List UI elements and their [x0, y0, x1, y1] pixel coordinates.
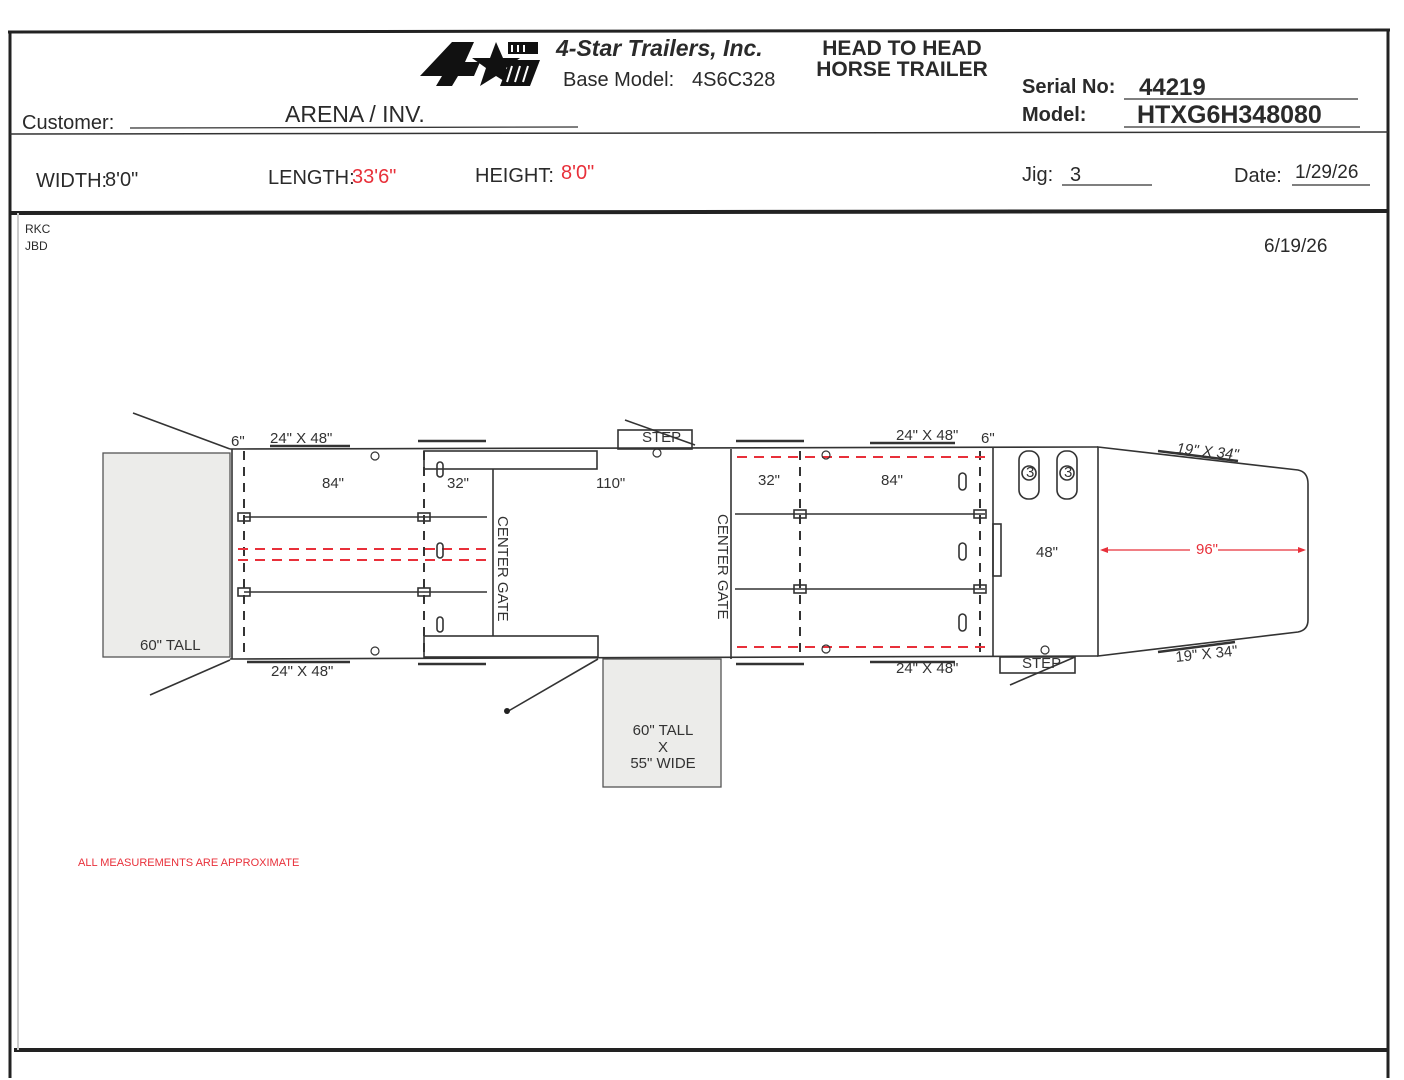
base-model-label: Base Model:: [563, 69, 674, 91]
label-nose-window-2: 19" X 34": [1175, 643, 1239, 666]
jig-label: Jig:: [1022, 164, 1053, 186]
label-center-gate-2: CENTER GATE: [714, 514, 731, 620]
label-96: 96": [1196, 541, 1218, 558]
label-window-3: 24" X 48": [896, 427, 958, 444]
jig-value: 3: [1070, 164, 1081, 186]
page-frame: [7, 28, 1391, 1078]
trailer-floor-plan: [102, 412, 1309, 788]
width-value: 8'0": [105, 169, 138, 191]
measurement-note: ALL MEASUREMENTS ARE APPROXIMATE: [78, 857, 299, 869]
label-rack-1: 3: [1026, 464, 1034, 481]
initials-1: RKC: [25, 222, 51, 236]
label-side-door-2: X: [658, 739, 668, 756]
side-ramp-door: [602, 658, 722, 788]
label-nose-window-1: 19" X 34": [1176, 440, 1240, 463]
height-value: 8'0": [561, 162, 594, 184]
title-line-1: HEAD TO HEAD: [822, 37, 981, 60]
label-rear-door: 60" TALL: [140, 637, 201, 654]
label-side-door-3: 55" WIDE: [630, 755, 695, 772]
customer-label: Customer:: [22, 112, 114, 134]
length-value: 33'6": [352, 166, 396, 188]
label-window-2: 24" X 48": [271, 663, 333, 680]
customer-value: ARENA / INV.: [285, 101, 425, 127]
height-label: HEIGHT:: [475, 165, 554, 187]
label-32-front: 32": [758, 472, 780, 489]
light-icon: [370, 448, 1050, 656]
label-84-front: 84": [881, 472, 903, 489]
diagram-labels: 6" 24" X 48" 24" X 48" 24" X 48" 24" X 4…: [140, 427, 1240, 772]
company-logo: [420, 42, 540, 86]
rear-ramp-door: [102, 452, 231, 658]
saddle-rack-icon: [1018, 450, 1078, 500]
date-label: Date:: [1234, 165, 1282, 187]
company-name: 4-Star Trailers, Inc.: [555, 35, 763, 61]
model-value: HTXG6H348080: [1137, 101, 1322, 129]
serial-value: 44219: [1139, 74, 1206, 101]
date-value: 1/29/26: [1295, 162, 1358, 183]
base-model-value: 4S6C328: [692, 69, 775, 91]
label-32-rear: 32": [447, 475, 469, 492]
title-line-2: HORSE TRAILER: [816, 58, 988, 81]
label-rack-2: 3: [1064, 464, 1072, 481]
length-label: LENGTH:: [268, 167, 355, 189]
gooseneck-nose: [1097, 446, 1309, 657]
model-label: Model:: [1022, 104, 1086, 126]
label-110: 110": [596, 475, 625, 492]
label-6-rear: 6": [231, 433, 245, 450]
label-window-1: 24" X 48": [270, 430, 332, 447]
label-side-door-1: 60" TALL: [633, 722, 694, 739]
serial-label: Serial No:: [1022, 76, 1115, 98]
label-48: 48": [1036, 544, 1058, 561]
revision-date: 6/19/26: [1264, 236, 1327, 257]
label-window-4: 24" X 48": [896, 660, 958, 677]
width-label: WIDTH:: [36, 170, 107, 192]
label-step-2: STEP: [1022, 655, 1061, 672]
initials-2: JBD: [25, 239, 48, 253]
label-center-gate-1: CENTER GATE: [494, 516, 511, 622]
label-step-1: STEP: [642, 429, 681, 446]
label-84-rear: 84": [322, 475, 344, 492]
label-6-front: 6": [981, 430, 995, 447]
